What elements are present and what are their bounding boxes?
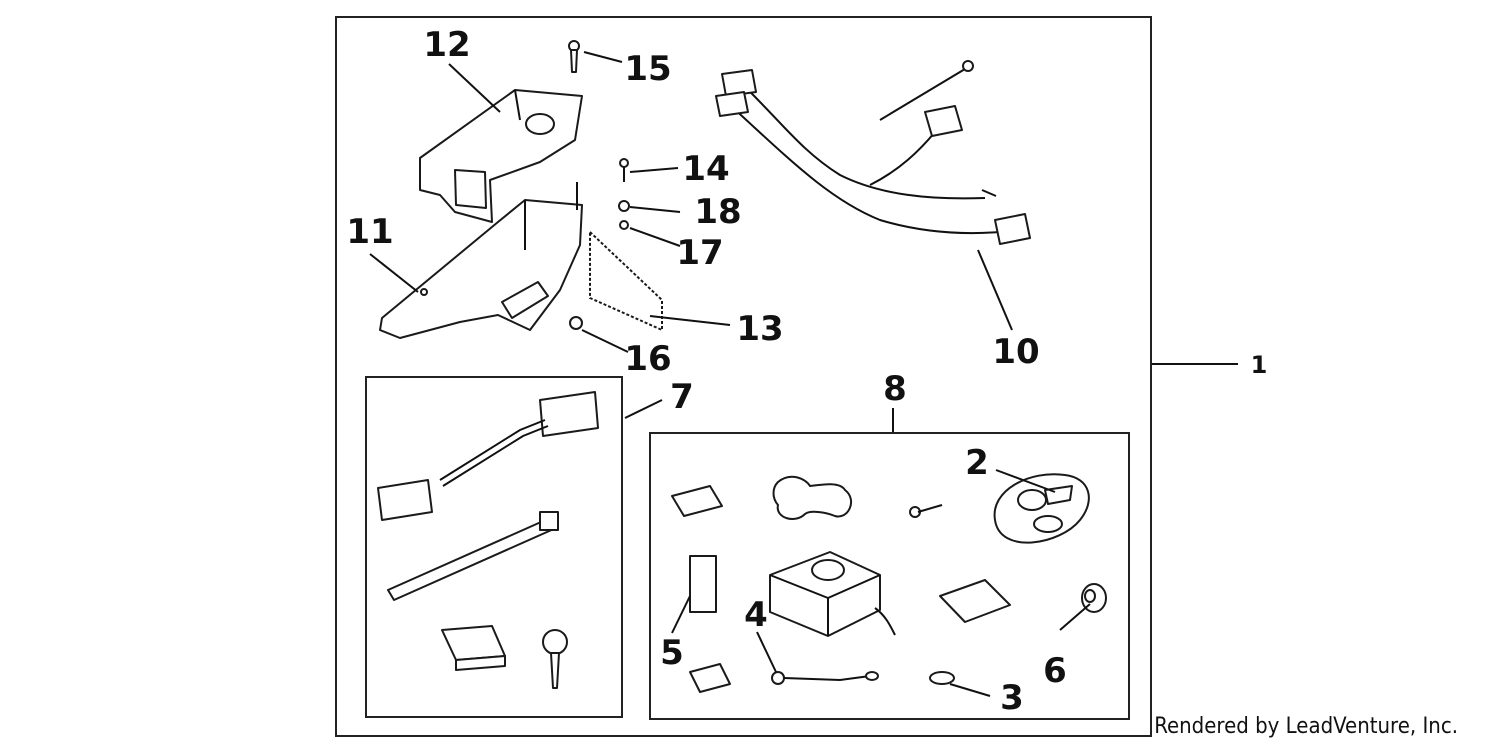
- callout-11: 11: [346, 212, 393, 252]
- callout-8: 8: [883, 369, 907, 409]
- part-10-wire-harness[interactable]: [715, 60, 1031, 245]
- part-18-washer[interactable]: [618, 200, 630, 212]
- callout-14: 14: [682, 149, 729, 189]
- callout-3: 3: [1000, 678, 1024, 718]
- kit-frame: [335, 16, 1152, 737]
- callout-10: 10: [992, 332, 1039, 372]
- part-8-siren-module[interactable]: [769, 551, 896, 637]
- part-8-screw[interactable]: [909, 504, 943, 518]
- part-7-clip[interactable]: [441, 625, 506, 671]
- part-7-cable-tie[interactable]: [387, 511, 559, 601]
- callout-12: 12: [423, 25, 470, 65]
- callout-2: 2: [965, 443, 989, 483]
- part-7-screw[interactable]: [542, 629, 568, 689]
- callout-13: 13: [736, 309, 783, 349]
- callout-18: 18: [694, 192, 741, 232]
- part-2-remote[interactable]: [993, 473, 1090, 544]
- part-5-switch[interactable]: [689, 555, 717, 613]
- subkit-8-frame: [649, 432, 1130, 720]
- leader-lines: [369, 51, 1238, 697]
- callout-4: 4: [744, 595, 768, 635]
- part-8-strap[interactable]: [772, 475, 852, 520]
- callout-15: 15: [624, 49, 671, 89]
- part-12-bracket[interactable]: [419, 89, 583, 223]
- subkit-7-frame: [365, 376, 623, 718]
- part-3-clip[interactable]: [929, 671, 955, 685]
- callout-1: 1: [1251, 351, 1268, 379]
- part-13-plate[interactable]: [589, 229, 663, 332]
- callout-7: 7: [670, 377, 694, 417]
- part-15-screw[interactable]: [568, 40, 580, 73]
- callout-6: 6: [1043, 651, 1067, 691]
- render-credit: Rendered by LeadVenture, Inc.: [1154, 714, 1458, 739]
- part-11-bracket[interactable]: [379, 182, 583, 339]
- part-8-pad[interactable]: [671, 485, 723, 517]
- part-17-washer[interactable]: [619, 220, 629, 230]
- callout-16: 16: [624, 339, 671, 379]
- part-16-nut[interactable]: [569, 316, 583, 330]
- callout-5: 5: [660, 633, 684, 673]
- part-8-sticker[interactable]: [689, 663, 731, 693]
- part-14-pin[interactable]: [619, 158, 629, 182]
- part-8-manual[interactable]: [939, 579, 1011, 623]
- part-7-harness[interactable]: [377, 391, 599, 521]
- callout-17: 17: [676, 233, 723, 273]
- part-4-sensor-lead[interactable]: [771, 671, 879, 685]
